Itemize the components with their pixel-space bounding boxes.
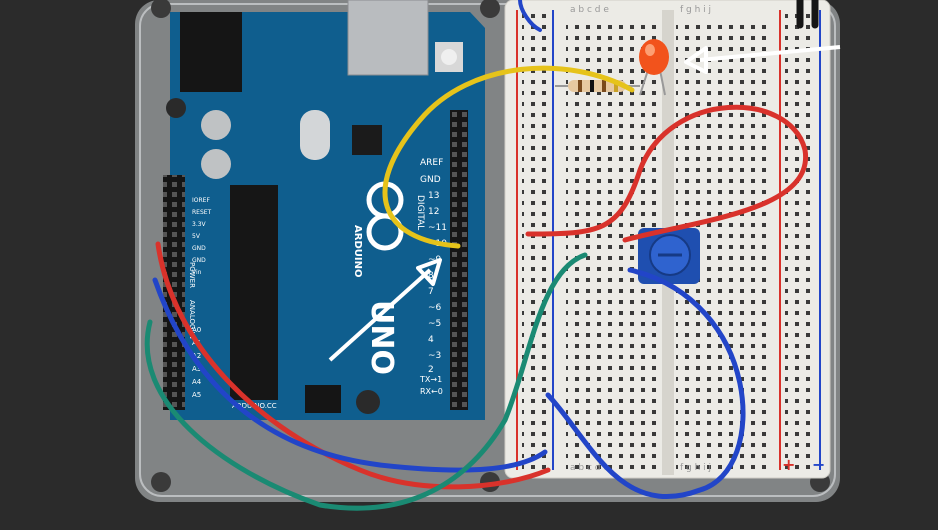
pin-label: A3 bbox=[192, 365, 201, 373]
wires bbox=[144, 0, 819, 511]
base-screw bbox=[151, 472, 171, 492]
pin-label: A4 bbox=[192, 378, 202, 386]
usb-jack bbox=[347, 0, 429, 76]
right-rail-holes bbox=[785, 10, 815, 470]
column-letters: a b c d e bbox=[570, 463, 609, 473]
rail-minus-label: − bbox=[812, 455, 825, 474]
pin-label: IOREF bbox=[192, 197, 210, 204]
capacitor bbox=[201, 149, 231, 179]
pin-label: A2 bbox=[192, 352, 201, 360]
rx-label: RX←0 bbox=[420, 387, 443, 396]
pin-label: A5 bbox=[192, 391, 201, 399]
pin-label: 4 bbox=[428, 335, 434, 345]
pin-label: ~5 bbox=[428, 319, 441, 329]
capacitor bbox=[201, 110, 231, 140]
digital-label: DIGITAL bbox=[415, 195, 425, 230]
wire-green bbox=[144, 252, 588, 511]
mount-hole bbox=[166, 98, 186, 118]
arduino-label: ARDUINO bbox=[352, 225, 363, 277]
wire-yellow bbox=[382, 65, 635, 249]
wire-blue-pot bbox=[545, 267, 746, 499]
potentiometer bbox=[638, 228, 700, 284]
base-screw bbox=[151, 0, 171, 18]
usb-chip bbox=[352, 125, 382, 155]
wire-blue-board bbox=[152, 277, 548, 473]
column-letters: f g h i j bbox=[680, 5, 711, 15]
pin-label: 5V bbox=[192, 233, 201, 240]
pin-label: 13 bbox=[428, 191, 439, 201]
pin-label: GND bbox=[192, 245, 206, 252]
analog-label: ANALOG IN bbox=[188, 300, 196, 339]
pin-label: 7 bbox=[428, 287, 434, 297]
pin-label: 2 bbox=[428, 365, 434, 375]
pin-label: A0 bbox=[192, 326, 201, 334]
rail-plus-label: + bbox=[782, 455, 795, 474]
pin-label: 8 bbox=[428, 271, 434, 281]
arduino-board: UNO ARDUINO DIGITAL AREF GND TX→1 RX←0 A… bbox=[163, 0, 485, 420]
left-rail-holes bbox=[522, 10, 548, 470]
pin-label: ~6 bbox=[428, 303, 442, 313]
pin-label: RESET bbox=[192, 209, 212, 216]
pin-label: GND bbox=[192, 257, 206, 264]
aref-label: AREF bbox=[420, 158, 443, 168]
wire-red-board bbox=[155, 241, 551, 490]
pin-label: ~11 bbox=[428, 223, 447, 233]
pin-label: 12 bbox=[428, 207, 439, 217]
icsp-header bbox=[305, 385, 341, 413]
pin-label: ~3 bbox=[428, 351, 441, 361]
mount-hole bbox=[356, 390, 380, 414]
annotation-arrow-led bbox=[684, 45, 841, 74]
pin-label: Vin bbox=[192, 269, 202, 276]
annotation-arrow-pin bbox=[328, 258, 442, 362]
atmega-chip bbox=[230, 185, 278, 400]
power-jack bbox=[180, 12, 242, 92]
power-pin-labels: IOREF RESET 3.3V 5V GND GND Vin bbox=[192, 197, 212, 276]
column-letters: a b c d e bbox=[570, 5, 609, 15]
power-label: POWER bbox=[188, 262, 196, 288]
crystal bbox=[300, 110, 330, 160]
base-screw bbox=[480, 0, 500, 18]
gnd-label: GND bbox=[420, 175, 441, 185]
wire-top-blue bbox=[518, 0, 542, 32]
led bbox=[639, 39, 669, 96]
pin-label: 3.3V bbox=[192, 221, 207, 228]
tx-label: TX→1 bbox=[419, 375, 442, 384]
wire-red bbox=[525, 104, 808, 243]
column-letters: f g h i j bbox=[680, 463, 711, 473]
